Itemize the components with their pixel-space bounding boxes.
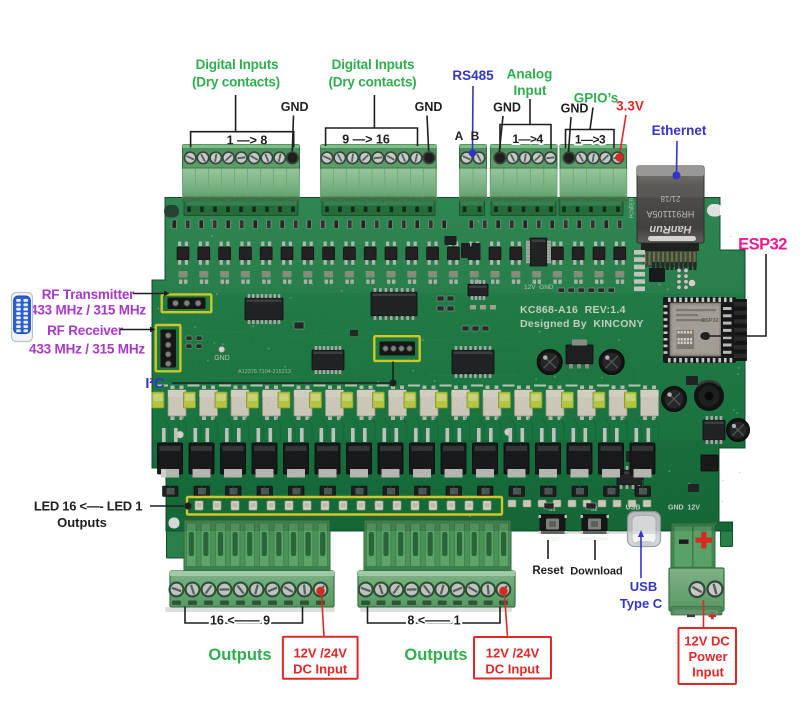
svg-text:1—>4: 1—>4 xyxy=(512,132,543,146)
svg-text:433 MHz / 315 MHz: 433 MHz / 315 MHz xyxy=(29,342,145,357)
svg-text:B: B xyxy=(471,129,480,143)
svg-text:Power: Power xyxy=(688,649,727,664)
svg-text:Type C: Type C xyxy=(620,596,663,611)
svg-text:Reset: Reset xyxy=(532,565,563,577)
svg-text:Analog: Analog xyxy=(507,67,553,82)
svg-text:1 —> 8: 1 —> 8 xyxy=(227,134,268,148)
svg-text:Outputs: Outputs xyxy=(404,646,467,664)
svg-text:12V /24V: 12V /24V xyxy=(293,646,347,661)
svg-text:1—>3: 1—>3 xyxy=(575,133,606,147)
svg-text:GND: GND xyxy=(493,101,521,115)
svg-text:Outputs: Outputs xyxy=(208,646,271,664)
svg-text:RS485: RS485 xyxy=(452,68,494,83)
svg-text:Outputs: Outputs xyxy=(57,515,107,530)
svg-text:RESET: RESET xyxy=(545,537,561,543)
svg-text:Digital Inputs: Digital Inputs xyxy=(196,57,279,72)
svg-text:433 MHz / 315 MHz: 433 MHz / 315 MHz xyxy=(30,303,146,318)
svg-text:3.3V: 3.3V xyxy=(616,99,644,114)
svg-text:RF Transmitter: RF Transmitter xyxy=(42,287,135,302)
svg-text:GND: GND xyxy=(561,102,589,116)
svg-text:LED 16 <—- LED 1: LED 16 <—- LED 1 xyxy=(34,499,142,514)
svg-text:12V /24V: 12V /24V xyxy=(486,646,540,661)
svg-text:Download: Download xyxy=(570,566,623,578)
svg-text:16 <—— 9: 16 <—— 9 xyxy=(210,614,270,628)
svg-text:8 <—— 1: 8 <—— 1 xyxy=(407,614,460,628)
svg-text:A: A xyxy=(455,129,464,143)
svg-text:9 —> 16: 9 —> 16 xyxy=(342,133,390,147)
svg-text:GPIO’s: GPIO’s xyxy=(574,91,619,106)
svg-text:(Dry contacts): (Dry contacts) xyxy=(329,75,417,90)
svg-text:Input: Input xyxy=(514,83,547,98)
svg-text:RF Receiver: RF Receiver xyxy=(47,323,124,338)
svg-text:DC Input: DC Input xyxy=(485,662,540,677)
svg-text:Ethernet: Ethernet xyxy=(652,123,707,138)
svg-text:12V DC: 12V DC xyxy=(684,634,730,649)
svg-text:GND: GND xyxy=(281,100,309,114)
svg-text:ESP32: ESP32 xyxy=(738,236,787,254)
svg-text:DC Input: DC Input xyxy=(293,662,348,677)
svg-text:Digital Inputs: Digital Inputs xyxy=(332,57,415,72)
svg-text:I²C: I²C xyxy=(145,376,165,392)
svg-text:DOWNLOAD: DOWNLOAD xyxy=(580,537,609,543)
svg-text:GND: GND xyxy=(415,100,443,114)
svg-text:Input: Input xyxy=(692,665,724,680)
svg-text:USB: USB xyxy=(630,579,657,594)
svg-text:(Dry contacts): (Dry contacts) xyxy=(192,75,280,90)
